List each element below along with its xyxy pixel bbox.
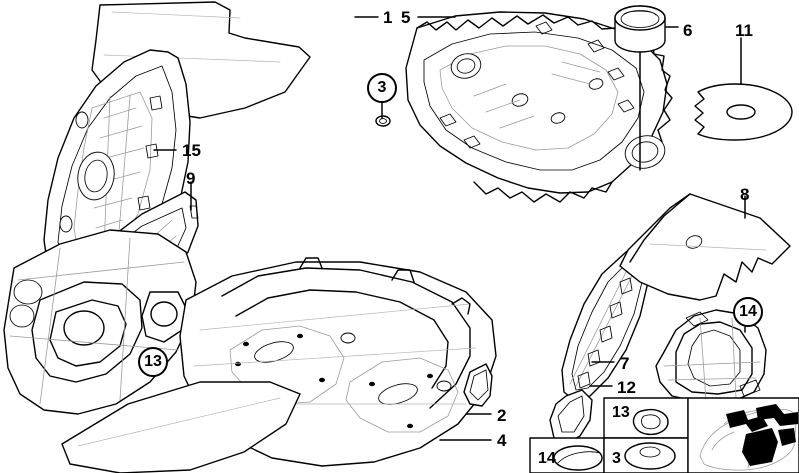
- callout-label-6[interactable]: 6: [683, 21, 693, 40]
- callout-label-7[interactable]: 7: [620, 354, 630, 373]
- callout-circle-3[interactable]: 3: [367, 73, 397, 103]
- part-wheelhouse-liner-insulation: [655, 309, 767, 403]
- callout-label-11[interactable]: 11: [735, 21, 753, 40]
- callout-label-1[interactable]: 1: [383, 8, 393, 27]
- callout-label-4[interactable]: 4: [497, 431, 507, 450]
- callout-circle-13[interactable]: 13: [138, 347, 168, 377]
- part-rear-parcel-shelf-insulation: [405, 11, 673, 203]
- legend-icon-disc: [553, 445, 603, 471]
- part-rear-wheel-arch-insulation: [463, 363, 493, 407]
- part-flat-insulation-sheet: [61, 381, 301, 473]
- part-door-panel-insulation: [3, 229, 197, 415]
- legend-row-num-3: 3: [612, 450, 621, 467]
- part-round-cap-plug: [614, 5, 666, 53]
- car-silhouette-thumbnail: [699, 404, 798, 471]
- part-grommet-sealing-plug: [375, 115, 391, 127]
- legend-box: [529, 397, 799, 473]
- callout-label-9[interactable]: 9: [186, 169, 196, 188]
- callout-label-12[interactable]: 12: [617, 378, 636, 397]
- part-insulation-disc: [694, 83, 793, 141]
- legend-row-num-14: 14: [538, 450, 556, 467]
- callout-label-15[interactable]: 15: [182, 141, 201, 160]
- part-trunk-floor-insulation-mat: [619, 193, 791, 301]
- part-lower-pillar-insulation: [549, 389, 593, 445]
- callout-circle-14[interactable]: 14: [733, 297, 763, 327]
- legend-icon-grommet: [632, 408, 669, 436]
- legend-row-num-13: 13: [612, 404, 630, 421]
- callout-label-5[interactable]: 5: [401, 8, 411, 27]
- callout-label-2[interactable]: 2: [497, 406, 507, 425]
- callout-label-8[interactable]: 8: [740, 185, 750, 204]
- legend-icon-ring-plug: [624, 442, 676, 470]
